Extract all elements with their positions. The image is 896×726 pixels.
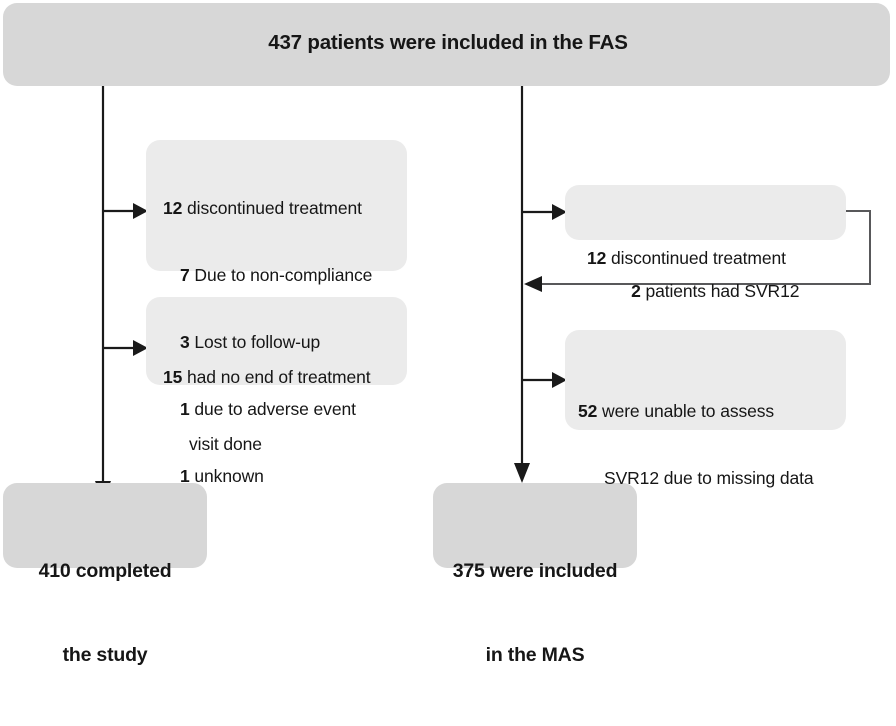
left-branch-arrowhead-2 (133, 340, 148, 356)
right-branch-arrowhead-2 (552, 372, 567, 388)
node-line: 12 discontinued treatment (587, 247, 786, 269)
node-box-no-eot-visit (146, 297, 407, 385)
right-branch-arrowhead-1 (552, 204, 567, 220)
node-text-unable-assess: 52 were unable to assess SVR12 due to mi… (578, 355, 814, 534)
terminal-line-2: in the MAS (485, 644, 585, 667)
header-box (3, 3, 890, 86)
node-line-count: 1 (180, 399, 190, 420)
node-line-count: 3 (180, 332, 190, 353)
terminal-line-2: the study (62, 644, 148, 667)
node-line-count: 52 (578, 400, 598, 421)
node-line-text: were unable to assess (597, 400, 775, 421)
node-line-text: SVR12 due to missing data (604, 467, 814, 488)
node-line-text: discontinued treatment (182, 197, 362, 218)
right-spine-arrowhead (514, 463, 530, 483)
svr12-loopback-arrowhead (524, 276, 542, 292)
node-line-text: due to adverse event (189, 399, 356, 420)
node-text-discontinued-left: 12 discontinued treatment 7 Due to non-c… (163, 152, 372, 533)
node-line: SVR12 due to missing data (578, 467, 814, 489)
node-line-text: had no end of treatment (182, 366, 371, 387)
node-box-unable-assess (565, 330, 846, 430)
loop-label-text: patients had SVR12 (640, 281, 800, 302)
node-line-count: 1 (180, 466, 190, 487)
node-line: visit done (163, 433, 371, 455)
node-line-text: Due to non-compliance (189, 264, 373, 285)
node-line-text: Lost to follow-up (189, 332, 321, 353)
node-line-count: 15 (163, 366, 183, 387)
node-text-no-eot-visit: 15 had no end of treatment visit done (163, 321, 371, 500)
terminal-text-completed-study: 410 completed the study (3, 500, 207, 726)
node-line-text: visit done (189, 433, 262, 454)
node-line-text: unknown (189, 466, 264, 487)
node-line: 7 Due to non-compliance (163, 264, 372, 286)
node-line-text: discontinued treatment (606, 247, 786, 268)
terminal-box-included-mas (433, 483, 637, 568)
loop-label-svr12: 2 patients had SVR12 (612, 258, 799, 325)
node-line: 1 due to adverse event (163, 398, 372, 420)
node-box-discontinued-left (146, 140, 407, 271)
node-line-count: 7 (180, 264, 190, 285)
svr12-loopback-path (540, 210, 871, 285)
loop-label-count: 2 (631, 281, 641, 302)
node-line: 15 had no end of treatment (163, 366, 371, 388)
node-line: 3 Lost to follow-up (163, 331, 372, 353)
page-title: 437 patients were included in the FAS (268, 31, 628, 54)
terminal-box-completed-study (3, 483, 207, 568)
flowchart-canvas (3, 3, 890, 568)
left-branch-arrowhead-1 (133, 203, 148, 219)
node-line-count: 12 (587, 247, 607, 268)
node-box-discontinued-right (565, 185, 846, 240)
node-text-discontinued-right: 12 discontinued treatment (587, 202, 786, 314)
flowchart-root: 437 patients were included in the FAS 12… (3, 3, 890, 666)
node-line: 12 discontinued treatment (163, 197, 372, 219)
terminal-text-included-mas: 375 were included in the MAS (433, 500, 637, 726)
node-line: 1 unknown (163, 465, 372, 487)
node-line-count: 12 (163, 197, 183, 218)
node-line: 52 were unable to assess (578, 400, 814, 422)
